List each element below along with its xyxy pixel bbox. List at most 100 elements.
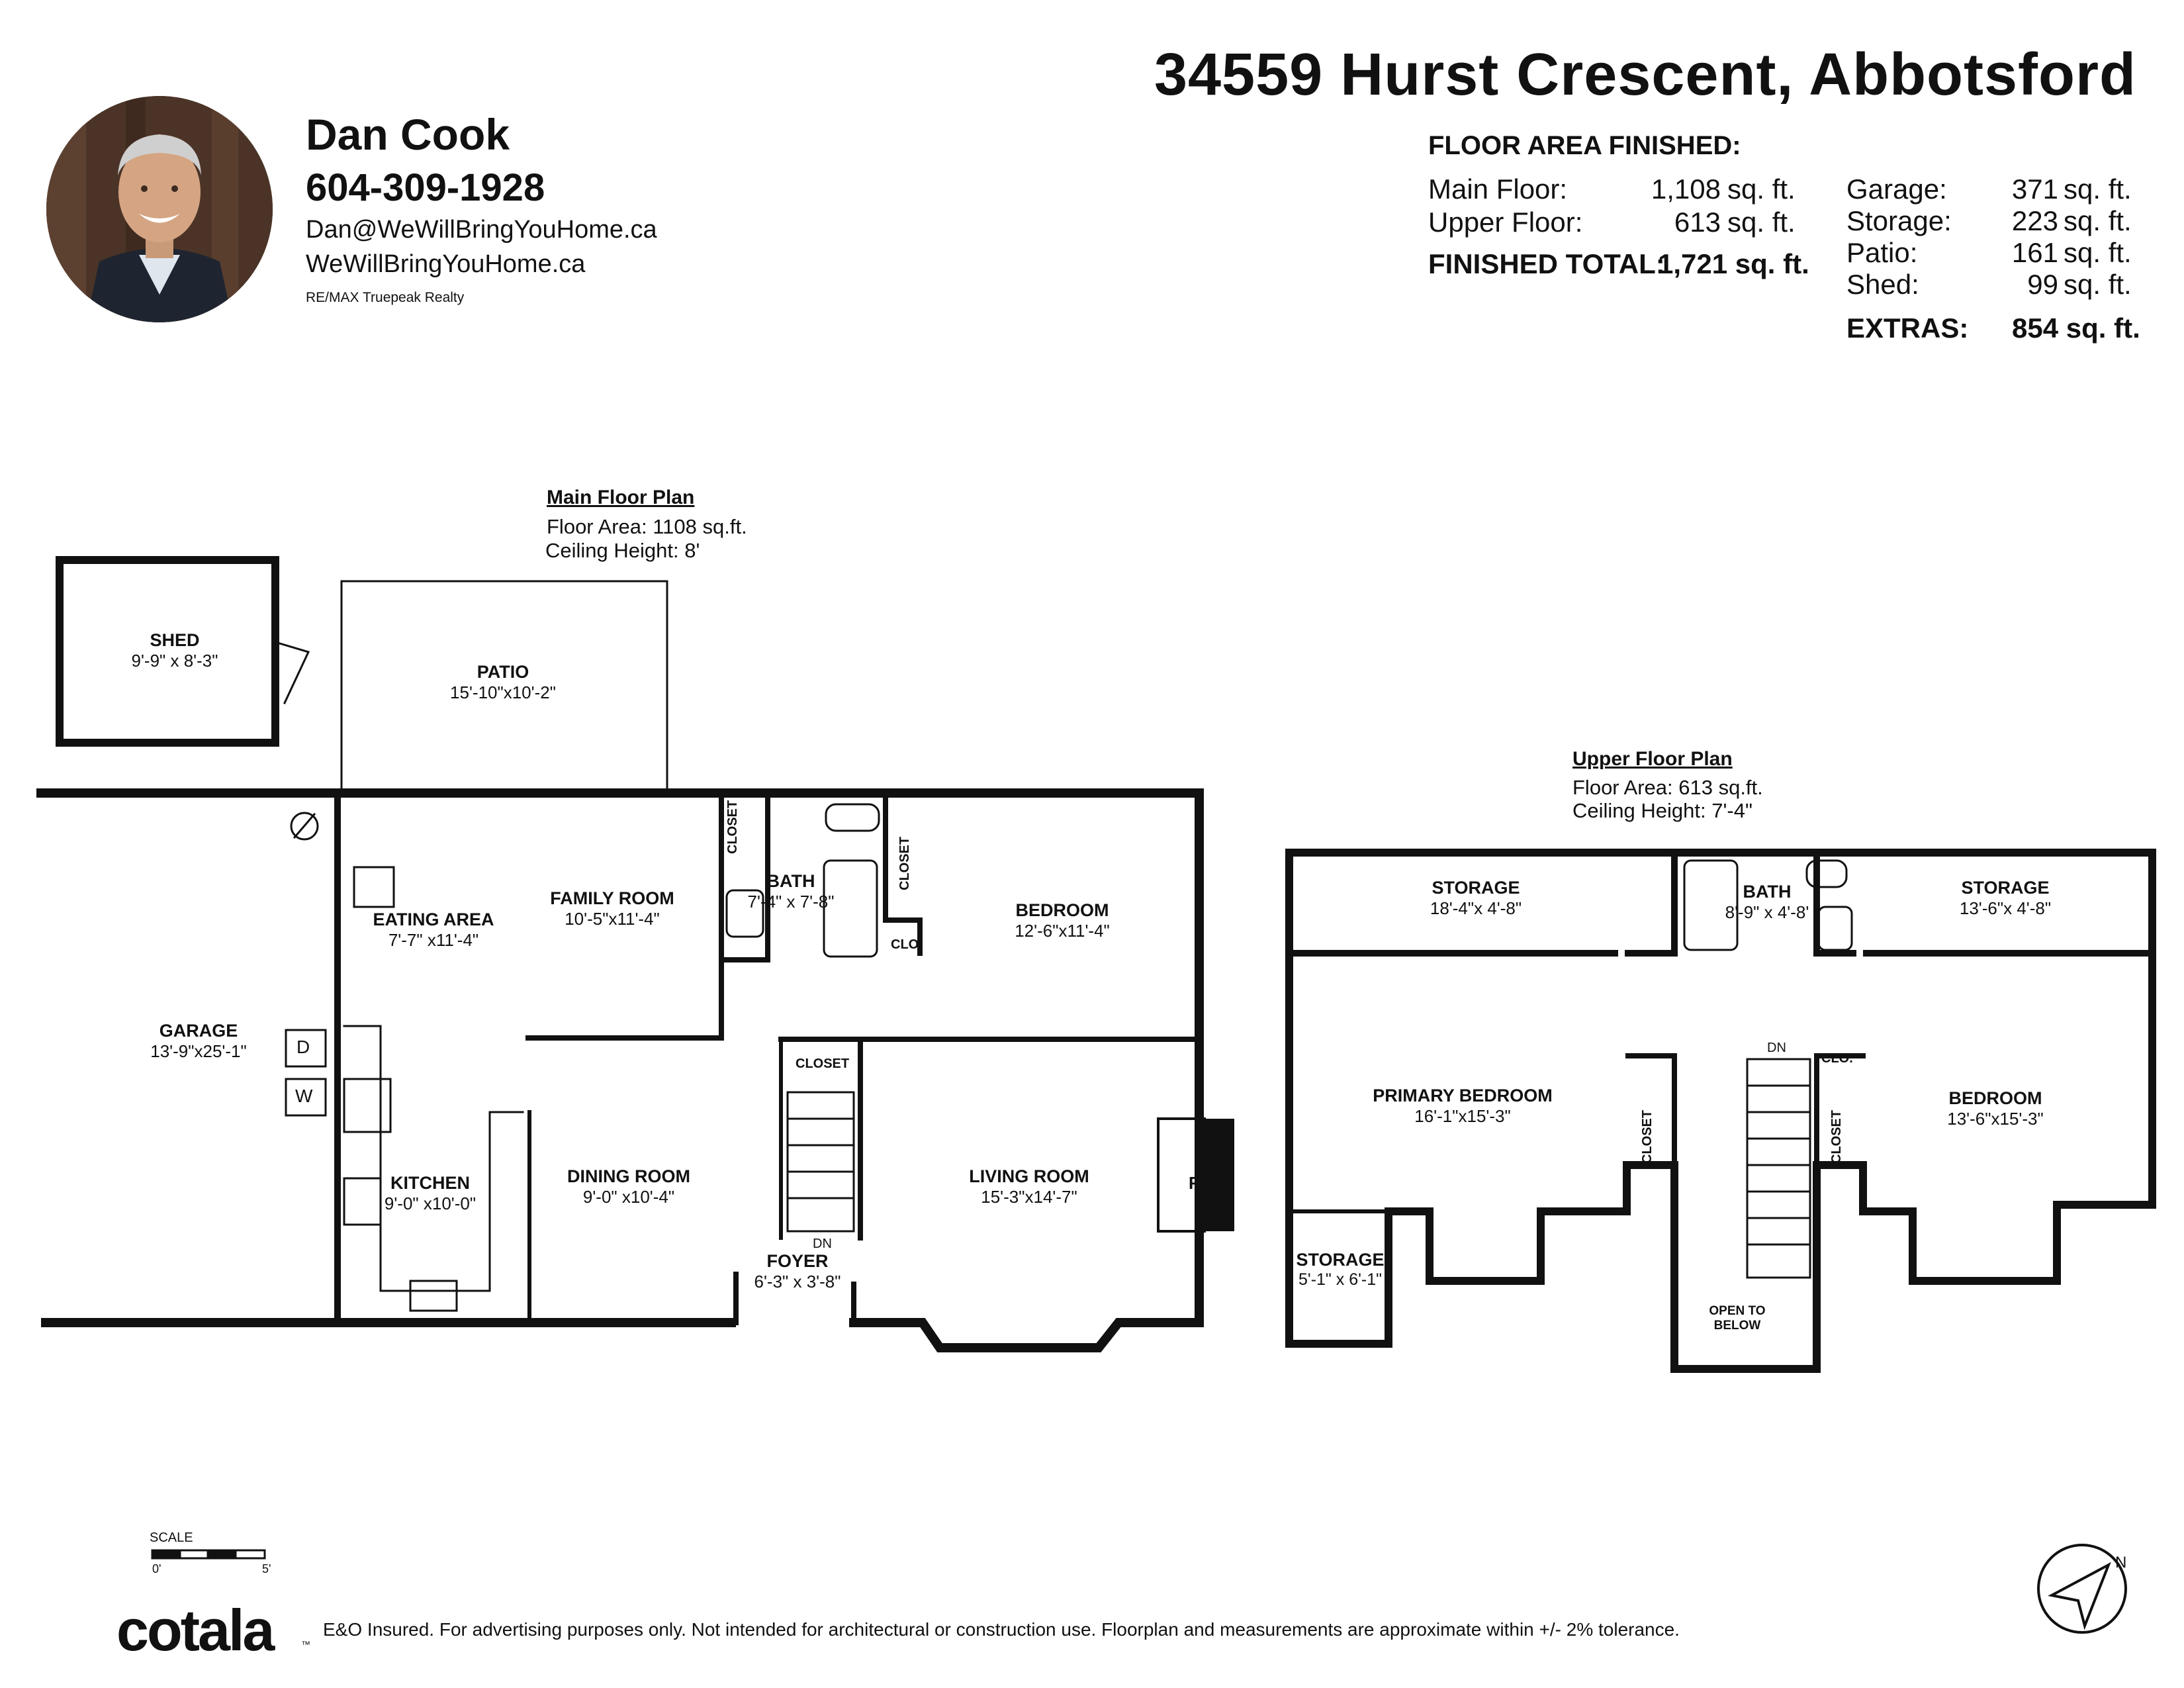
shed-area-value: 99	[2027, 269, 2058, 300]
primary-bedroom-dims: 16'-1"x15'-3"	[1414, 1106, 1511, 1126]
upper-storage-small-name: STORAGE	[1296, 1250, 1385, 1270]
agent-email: Dan@WeWillBringYouHome.ca	[306, 216, 657, 244]
kitchen-name: KITCHEN	[390, 1173, 470, 1193]
upper-toilet	[1805, 859, 1848, 888]
scale-label: SCALE	[150, 1530, 193, 1545]
patio-area-value: 161	[2011, 237, 2058, 268]
upper-storage-left-dims: 18'-4"x 4'-8"	[1430, 898, 1522, 918]
family-room-name: FAMILY ROOM	[550, 888, 674, 908]
agent-phone: 604-309-1928	[306, 166, 545, 209]
dining-room-dims: 9'-0" x10'-4"	[582, 1187, 675, 1207]
upper-bedroom-name: BEDROOM	[1948, 1088, 2042, 1108]
family-bath-wall	[525, 790, 724, 1041]
patio-name: PATIO	[477, 662, 529, 682]
living-room-dims: 15'-3"x14'-7"	[981, 1187, 1077, 1207]
garage-area-label: Garage:	[1846, 173, 1947, 205]
cotala-logo: cotala	[116, 1597, 275, 1663]
kitchen-fridge	[343, 1078, 392, 1133]
main-stairs-down-label: DN	[813, 1237, 832, 1251]
eating-area-skylight	[353, 866, 395, 908]
garage-floor-drain	[290, 812, 319, 841]
eating-area-dims: 7'-7" x11'-4"	[388, 930, 479, 950]
patio-outline	[340, 580, 668, 789]
north-compass	[2037, 1544, 2127, 1634]
family-room-dims: 10'-5"x11'-4"	[565, 909, 660, 929]
main-floor-area-value: 1,108	[1651, 173, 1721, 205]
agent-website: WeWillBringYouHome.ca	[306, 250, 586, 278]
upper-floor-area-label: Upper Floor:	[1428, 207, 1583, 238]
foyer-name: FOYER	[766, 1251, 829, 1271]
upper-sink	[1817, 906, 1853, 951]
upper-floor-plan-area: Floor Area: 613 sq.ft.	[1572, 776, 1763, 799]
upper-storage-left-name: STORAGE	[1432, 878, 1520, 898]
upper-clo: CLO.	[1821, 1051, 1853, 1066]
upper-closet-b: CLOSET	[1829, 1109, 1844, 1164]
upper-storage-right-dims: 13'-6"x 4'-8"	[1959, 898, 2052, 918]
open-to-below-line2: BELOW	[1713, 1319, 1761, 1333]
washer	[285, 1078, 327, 1117]
kitchen-sink	[409, 1280, 458, 1312]
upper-stairs-down-label: DN	[1767, 1041, 1786, 1055]
shed-dims: 9'-9" x 8'-3"	[131, 651, 218, 671]
main-sink	[725, 889, 764, 938]
upper-storage-right-name: STORAGE	[1961, 878, 2050, 898]
main-bedroom-name: BEDROOM	[1015, 900, 1109, 920]
shed-area-label: Shed:	[1846, 269, 1919, 300]
upper-stair-well	[1672, 1053, 1819, 1168]
upper-closet-left	[1625, 1053, 1677, 1168]
storage-area-value: 223	[2011, 205, 2058, 236]
upper-bath-dims: 8'-9" x 4'-8'	[1725, 902, 1809, 922]
patio-area-unit: sq. ft.	[2064, 237, 2132, 268]
foyer-wall	[733, 1272, 856, 1325]
upper-storage-wall	[1286, 849, 2156, 957]
garage-dims: 13'-9"x25'-1"	[150, 1041, 247, 1061]
upper-bedroom-dims: 13'-6"x15'-3"	[1947, 1109, 2044, 1129]
upper-stairs	[1746, 1058, 1811, 1279]
floor-area-heading: FLOOR AREA FINISHED:	[1428, 131, 1741, 160]
agent-brokerage: RE/MAX Truepeak Realty	[306, 290, 465, 305]
upper-floor-area-value: 613	[1674, 207, 1721, 238]
main-floor-plan-ceiling: Ceiling Height: 8'	[545, 539, 700, 562]
shed-name: SHED	[150, 630, 200, 650]
main-floor-plan-title: Main Floor Plan	[547, 487, 695, 508]
property-address: 34559 Hurst Crescent, Abbotsford	[1154, 42, 2136, 108]
bath-wall	[719, 790, 770, 962]
extras-total-value: 854 sq. ft.	[2012, 312, 2140, 344]
upper-bath-name: BATH	[1743, 882, 1792, 902]
upper-storage-small-dims: 5'-1" x 6'-1"	[1298, 1270, 1382, 1289]
closet-wall	[778, 1037, 863, 1241]
kitchen-dims: 9'-0" x10'-0"	[384, 1194, 477, 1213]
compass-north-letter: N	[2115, 1554, 2126, 1571]
storage-area-label: Storage:	[1846, 205, 1952, 236]
upper-floor-area-unit: sq. ft.	[1727, 207, 1796, 238]
cotala-trademark-mark: ™	[301, 1639, 310, 1650]
shed-outline	[56, 556, 279, 747]
scale-start: 0'	[152, 1562, 161, 1575]
upper-floor-plan-title: Upper Floor Plan	[1572, 748, 1733, 770]
main-closet-a: CLOSET	[725, 800, 740, 854]
bath-bedroom-wall	[883, 790, 923, 956]
scale-bar	[151, 1549, 266, 1560]
scale-end: 5'	[262, 1562, 271, 1575]
main-bathtub	[823, 859, 878, 958]
main-bedroom-dims: 12'-6"x11'-4"	[1015, 921, 1110, 941]
garage-area-value: 371	[2011, 173, 2058, 205]
patio-dims: 15'-10"x10'-2"	[450, 682, 556, 702]
garage-name: GARAGE	[159, 1021, 238, 1041]
main-floor-exterior-wall	[36, 788, 1204, 1352]
fireplace-label: FP	[1189, 1173, 1211, 1193]
dining-room-name: DINING ROOM	[567, 1166, 690, 1186]
main-floor-plan-area: Floor Area: 1108 sq.ft.	[547, 515, 747, 538]
washer-label: W	[295, 1086, 313, 1106]
dryer	[285, 1029, 327, 1068]
shed-door	[274, 641, 310, 704]
main-stairs	[786, 1091, 855, 1233]
main-bath-name: BATH	[766, 871, 815, 891]
finished-total-label: FINISHED TOTAL:	[1428, 248, 1665, 279]
main-floor-area-unit: sq. ft.	[1727, 173, 1796, 205]
garage-area-unit: sq. ft.	[2064, 173, 2132, 205]
foyer-dims: 6'-3" x 3'-8"	[754, 1272, 841, 1291]
patio-area-label: Patio:	[1846, 237, 1918, 268]
dryer-label: D	[296, 1037, 310, 1057]
